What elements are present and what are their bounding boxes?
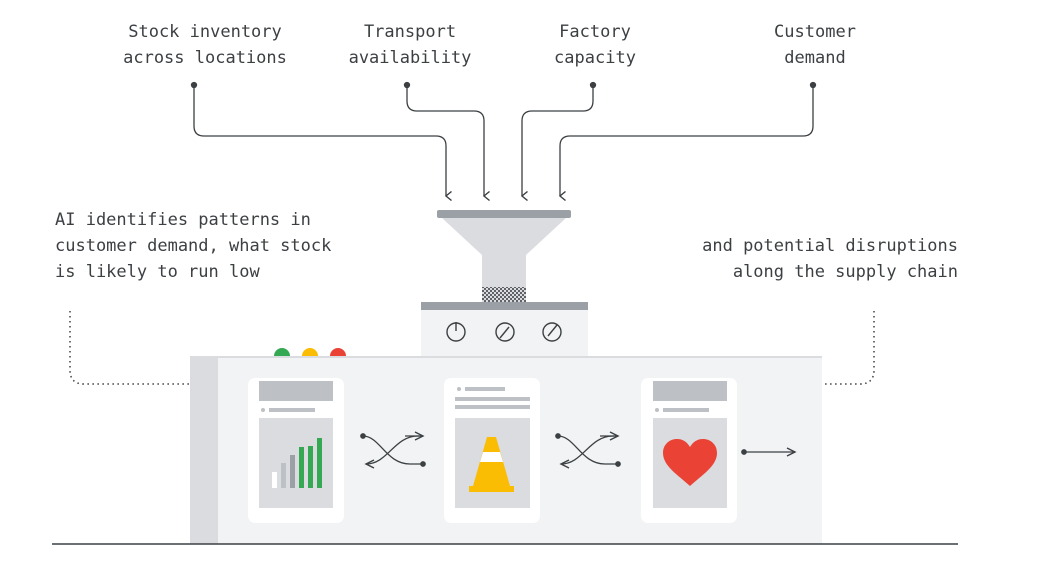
right-dotted-connector (822, 311, 875, 385)
label-transport-line2: availability (348, 48, 472, 68)
control-panel (421, 302, 588, 356)
factory-connector-arrow (522, 85, 594, 196)
label-stock-line1: Stock inventory (128, 22, 282, 42)
label-factory-line2: capacity (554, 48, 636, 68)
label-demand-line1: Customer (774, 22, 856, 42)
left-note-line2: customer demand, what stock (55, 236, 332, 256)
label-customer-demand: Customer demand (745, 19, 885, 71)
card-disruption (444, 378, 540, 523)
label-factory-line1: Factory (559, 22, 631, 42)
label-stock-inventory: Stock inventory across locations (100, 19, 310, 71)
green-light (274, 348, 290, 356)
card-outcome (641, 378, 737, 523)
left-note: AI identifies patterns in customer deman… (55, 207, 331, 285)
heart-icon (663, 439, 717, 486)
funnel (437, 210, 571, 302)
label-demand-line2: demand (784, 48, 846, 68)
demand-connector-arrow (560, 85, 814, 196)
left-note-line3: is likely to run low (55, 262, 260, 282)
right-note: and potential disruptions along the supp… (600, 233, 958, 285)
funnel-filter (482, 287, 526, 302)
dial-icon (495, 322, 515, 342)
left-dotted-connector (69, 311, 192, 385)
right-note-line1: and potential disruptions (702, 236, 958, 256)
shuffle-icon (360, 431, 426, 469)
yellow-light (302, 348, 318, 356)
funnel-cone (442, 218, 566, 287)
chart-icon (272, 438, 322, 488)
transport-connector-arrow (406, 85, 484, 196)
right-note-line2: along the supply chain (732, 262, 958, 282)
label-stock-line2: across locations (123, 48, 287, 68)
input-connectors (190, 81, 817, 197)
status-lights (274, 348, 346, 356)
output-arrow (741, 447, 797, 457)
label-transport-line1: Transport (363, 22, 457, 42)
card-analytics (248, 378, 344, 523)
red-light (330, 348, 346, 356)
machine-side-panel (190, 358, 218, 544)
left-note-line1: AI identifies patterns in (55, 210, 311, 230)
label-factory-capacity: Factory capacity (530, 19, 660, 71)
funnel-rim (437, 210, 571, 218)
dial-icon-2 (542, 322, 562, 342)
power-icon (446, 322, 466, 342)
traffic-cone-icon (469, 437, 514, 492)
shuffle-icon-2 (555, 431, 621, 469)
label-transport-availability: Transport availability (330, 19, 490, 71)
stock-connector-arrow (193, 85, 446, 196)
